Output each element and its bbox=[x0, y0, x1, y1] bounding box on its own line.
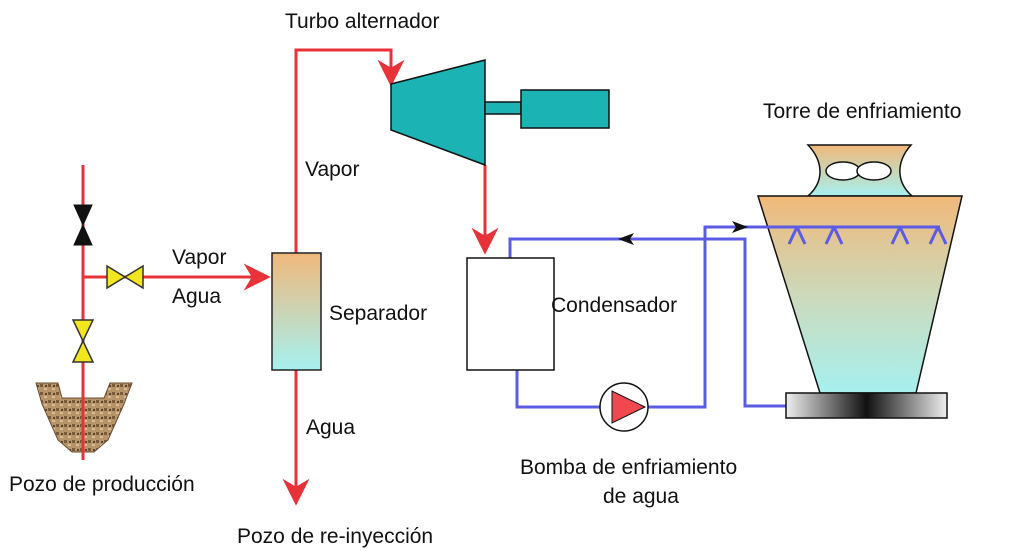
pump-label-line1: Bomba de enfriamiento bbox=[520, 456, 737, 479]
reinjection-well-label: Pozo de re-inyección bbox=[237, 525, 433, 548]
fan-blade-right bbox=[856, 161, 892, 181]
alternator bbox=[520, 89, 610, 129]
condenser-label: Condensador bbox=[551, 294, 677, 317]
tower-basin bbox=[785, 392, 948, 419]
steam-in-label: Vapor bbox=[172, 246, 226, 269]
water-out-label: Agua bbox=[306, 416, 355, 439]
cooling-tower bbox=[756, 144, 963, 419]
condenser-to-pump-pipe bbox=[515, 370, 600, 409]
turbine bbox=[390, 59, 486, 167]
tower-to-condenser-return-pipe bbox=[508, 237, 786, 408]
production-well-label: Pozo de producción bbox=[9, 473, 195, 496]
turbine-alternator bbox=[390, 59, 610, 167]
master-valve[interactable] bbox=[73, 204, 93, 246]
cooling-tower-label: Torre de enfriamiento bbox=[763, 100, 961, 123]
condenser-box bbox=[466, 257, 555, 371]
labels: Turbo alternador Torre de enfriamiento V… bbox=[9, 10, 961, 548]
turbine-shaft bbox=[484, 101, 522, 115]
cooling-water-pump[interactable] bbox=[599, 382, 649, 432]
steam-up-label: Vapor bbox=[305, 158, 359, 181]
water-in-label: Agua bbox=[172, 285, 221, 308]
production-valve[interactable] bbox=[71, 319, 95, 363]
flow-arrow-to-tower bbox=[732, 221, 748, 233]
turbine-label: Turbo alternador bbox=[285, 10, 439, 33]
pump-label-line2: de agua bbox=[603, 485, 679, 508]
fan-blade-left bbox=[825, 161, 861, 181]
separator-vessel bbox=[271, 252, 322, 371]
branch-valve[interactable] bbox=[106, 264, 144, 290]
separator-label: Separador bbox=[329, 302, 427, 325]
flow-arrow-to-condenser bbox=[618, 233, 634, 245]
separator-to-turbine-steam-pipe bbox=[294, 48, 405, 253]
tower-distribution-overlay bbox=[758, 225, 948, 245]
